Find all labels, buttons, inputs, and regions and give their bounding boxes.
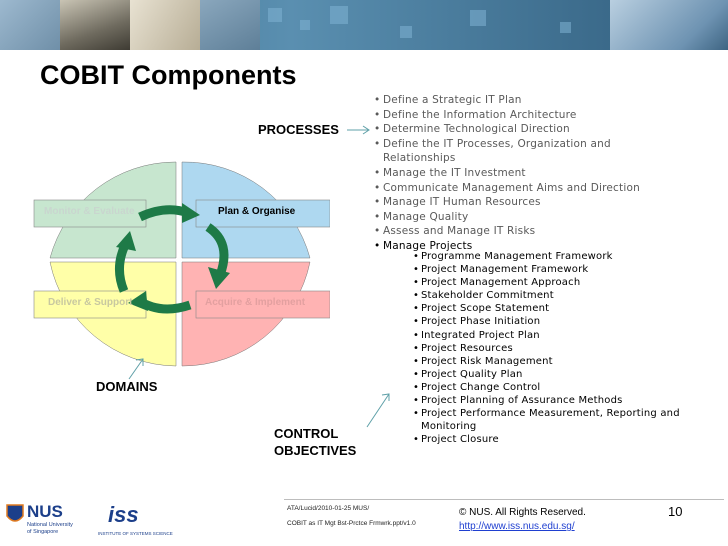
control-objectives-list: Programme Management Framework Project M… — [413, 250, 723, 447]
processes-list: Define a Strategic IT Plan Define the In… — [374, 93, 724, 254]
iss-logo-text: iss — [108, 502, 139, 527]
control-objective-item: Project Scope Statement — [413, 302, 723, 315]
process-item: Manage IT Human Resources — [374, 195, 724, 210]
processes-label: PROCESSES — [258, 122, 339, 137]
domains-label: DOMAINS — [96, 379, 158, 394]
process-item: Define a Strategic IT Plan — [374, 93, 724, 108]
cycle-arrow-plan-to-acquire — [205, 223, 229, 277]
control-objective-item: Project Phase Initiation — [413, 315, 723, 328]
control-objectives-arrow-icon — [366, 393, 390, 428]
control-objectives-label-line2: OBJECTIVES — [274, 443, 357, 458]
footer-reference-2: COBIT as IT Mgt Bst-Prctce Frmwrk.ppt/v1… — [287, 520, 416, 527]
control-objective-item: Integrated Project Plan — [413, 329, 723, 342]
processes-arrow-icon — [347, 125, 370, 135]
domains-arrow-icon — [128, 358, 144, 380]
quadrant-label-monitor: Monitor & Evaluate — [44, 206, 135, 217]
footer-divider — [284, 499, 724, 500]
banner-photo-5 — [610, 0, 728, 50]
cobit-domains-diagram — [33, 161, 330, 367]
iss-logo: iss INSTITUTE OF SYSTEMS SCIENCE — [98, 502, 188, 542]
control-objective-item: Project Management Framework — [413, 263, 723, 276]
footer-copyright: © NUS. All Rights Reserved. — [459, 507, 586, 518]
nus-logo-text: NUS — [27, 502, 63, 521]
banner-photo-2 — [60, 0, 130, 50]
control-objective-item: Project Change Control — [413, 381, 723, 394]
nus-logo-sub1: National University — [27, 522, 73, 528]
process-item: Define the IT Processes, Organization an… — [374, 137, 724, 152]
process-item: Determine Technological Direction — [374, 122, 724, 137]
banner-photo-3 — [130, 0, 200, 50]
process-item: Communicate Management Aims and Directio… — [374, 181, 724, 196]
control-objective-item: Project Management Approach — [413, 276, 723, 289]
process-item: Manage Quality — [374, 210, 724, 225]
control-objective-item: Project Quality Plan — [413, 368, 723, 381]
process-item-selected: Manage Projects — [374, 239, 724, 254]
control-objective-item: Project Resources — [413, 342, 723, 355]
footer-reference-1: ATA/Lucid/2010-01-25 MUS/ — [287, 505, 370, 512]
banner-photo-1 — [0, 0, 60, 50]
control-objective-item: Project Planning of Assurance Methods — [413, 394, 723, 407]
control-objective-item: Project Risk Management — [413, 355, 723, 368]
control-objectives-label-line1: CONTROL — [274, 426, 339, 441]
quadrant-label-acquire: Acquire & Implement — [205, 297, 306, 308]
nus-crest-icon — [6, 504, 24, 522]
slide-title: COBIT Components — [40, 60, 297, 90]
quadrant-label-plan: Plan & Organise — [218, 206, 296, 217]
quadrant-label-deliver: Deliver & Support — [48, 297, 133, 308]
header-banner — [0, 0, 728, 50]
nus-logo-sub2: of Singapore — [27, 529, 59, 535]
control-objective-item: Project Closure — [413, 433, 723, 446]
footer-website-link[interactable]: http://www.iss.nus.edu.sg/ — [459, 521, 575, 532]
banner-photo-4 — [200, 0, 260, 50]
process-item: Assess and Manage IT Risks — [374, 224, 724, 239]
control-objective-continuation: Monitoring — [421, 421, 477, 433]
process-item-continuation: Relationships — [383, 152, 456, 165]
process-item: Define the Information Architecture — [374, 108, 724, 123]
control-objective-item: Stakeholder Commitment — [413, 289, 723, 302]
control-objective-item: Project Performance Measurement, Reporti… — [413, 407, 723, 420]
iss-logo-sub: INSTITUTE OF SYSTEMS SCIENCE — [98, 531, 173, 536]
control-objective-item: Programme Management Framework — [413, 250, 723, 263]
process-item: Manage the IT Investment — [374, 166, 724, 181]
page-number: 10 — [668, 504, 683, 519]
nus-logo: NUS National University of Singapore — [6, 500, 96, 540]
